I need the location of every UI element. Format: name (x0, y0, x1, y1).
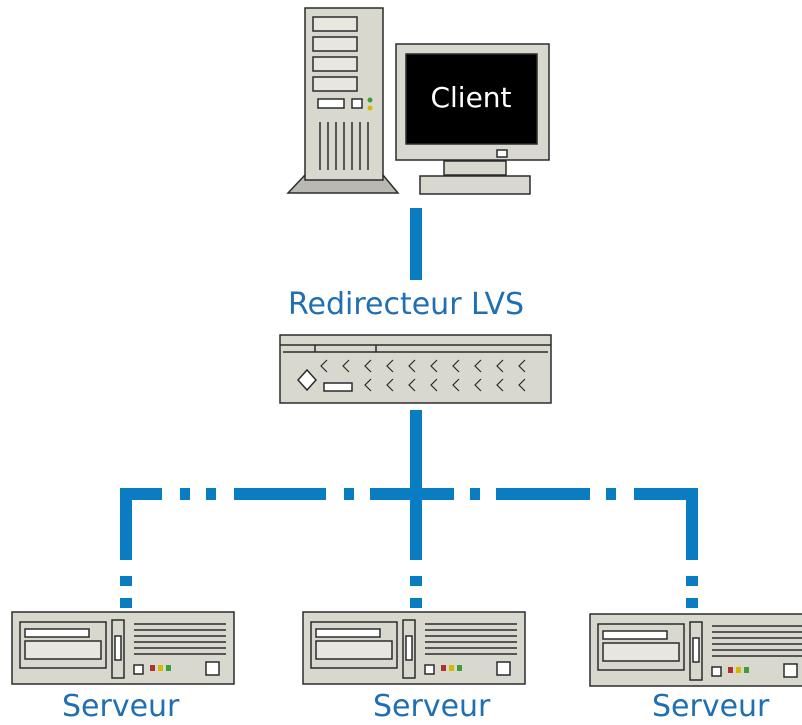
client-label: Client (430, 81, 512, 114)
server-1-icon (11, 611, 235, 685)
server-3-label: Serveur (652, 689, 770, 724)
server-2-icon (302, 611, 526, 685)
server3-drop-link (686, 488, 698, 608)
client-redirector-link (410, 208, 422, 280)
load-balancer-appliance-icon (279, 334, 552, 404)
server-3-icon (589, 613, 802, 687)
server-distribution-bus (120, 488, 698, 500)
client-monitor-icon (395, 43, 550, 195)
server1-drop-link (120, 488, 132, 608)
redirector-trunk-link (410, 410, 422, 492)
tower-computer-icon (286, 7, 400, 194)
server-1-label: Serveur (62, 689, 180, 724)
redirector-label: Redirecteur LVS (288, 287, 525, 322)
server2-drop-link (410, 488, 422, 608)
server-2-label: Serveur (373, 689, 491, 724)
